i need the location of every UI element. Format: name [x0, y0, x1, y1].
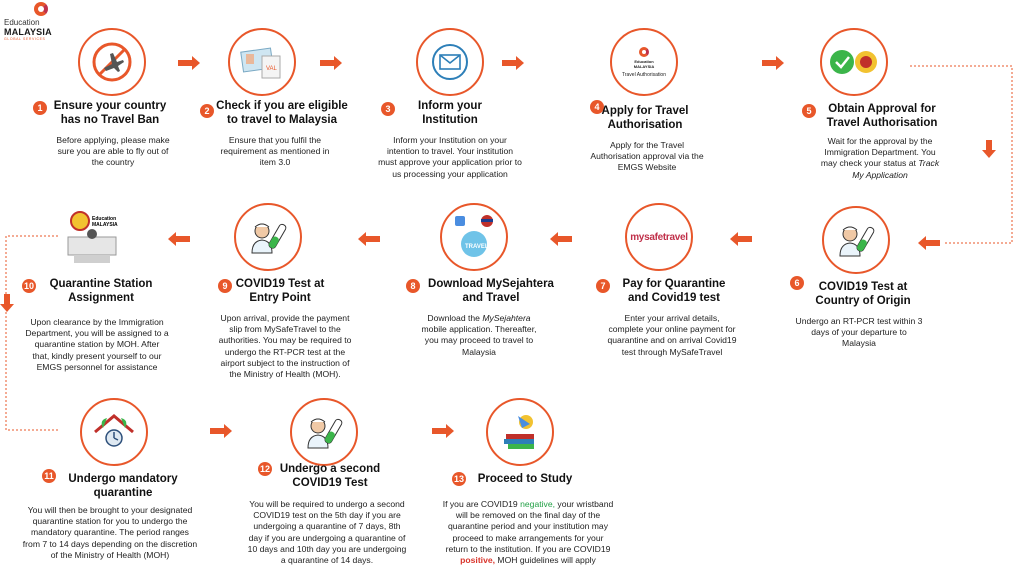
step-8-number: 8 — [406, 279, 420, 293]
step-13-number: 13 — [452, 472, 466, 486]
svg-text:Education: Education — [92, 216, 116, 222]
svg-text:VAL: VAL — [266, 66, 278, 72]
quarantine-station-icon: Education MALAYSIA — [67, 211, 118, 263]
step-13-icon-circle — [486, 398, 554, 466]
step-5-number: 5 — [802, 104, 816, 118]
step-7-description: Enter your arrival details,complete your… — [607, 313, 737, 357]
step-2-number: 2 — [200, 104, 214, 118]
house-quarantine-icon — [94, 414, 134, 447]
doctor-test-icon — [251, 223, 287, 254]
arrow-down — [982, 140, 996, 158]
step-3-icon-circle — [416, 28, 484, 96]
step-12-number: 12 — [258, 462, 272, 476]
step-8-icon-circle: TRAVEL — [440, 203, 508, 271]
arrow-right — [320, 56, 342, 70]
travel-authorisation-icon: Education MALAYSIA Travel Authorisation — [614, 46, 674, 78]
step-5-icon-circle — [820, 28, 888, 96]
arrow-left — [168, 232, 190, 246]
step-12-icon-circle — [290, 398, 358, 466]
step-7-number: 7 — [596, 279, 610, 293]
arrow-left — [918, 236, 940, 250]
step-4-icon-circle: Education MALAYSIA Travel Authorisation — [610, 28, 678, 96]
step-7-icon-circle: mysafetravel — [625, 203, 693, 271]
step-11-description: You will then be brought to your designa… — [22, 505, 198, 560]
arrow-right — [432, 424, 454, 438]
step-3-number: 3 — [381, 102, 395, 116]
arrow-left — [730, 232, 752, 246]
step-2-icon-circle: VAL — [228, 28, 296, 96]
doctor-test-icon — [839, 226, 875, 257]
svg-text:MALAYSIA: MALAYSIA — [92, 222, 118, 228]
arrow-right — [762, 56, 784, 70]
step-10-icon-circle: Education MALAYSIA — [58, 203, 126, 271]
step-9-number: 9 — [218, 279, 232, 293]
study-books-icon — [504, 415, 534, 449]
arrow-left — [358, 232, 380, 246]
arrow-right — [502, 56, 524, 70]
step-13-description: If you are COVID19 negative, your wristb… — [442, 499, 614, 566]
step-1-icon-circle — [78, 28, 146, 96]
approval-check-icon — [830, 50, 877, 74]
emgs-logo-icon — [34, 2, 48, 16]
step-11-icon-circle — [80, 398, 148, 466]
step-9-icon-circle — [234, 203, 302, 271]
step-6-icon-circle — [822, 206, 890, 274]
step-4-number: 4 — [590, 100, 604, 114]
arrow-left — [550, 232, 572, 246]
visa-document-icon: VAL — [240, 47, 281, 79]
svg-text:TRAVEL: TRAVEL — [465, 244, 489, 250]
step-13-title: Proceed to Study — [477, 473, 573, 485]
envelope-icon — [432, 44, 468, 80]
arrow-right — [210, 424, 232, 438]
no-flight-icon — [92, 42, 132, 82]
step-8-description: Download the MySejahtera mobile applicat… — [421, 313, 537, 357]
mysafetravel-logo-icon: mysafetravel — [630, 231, 688, 243]
step-6-number: 6 — [790, 276, 804, 290]
travel-app-icon: TRAVEL — [455, 215, 493, 257]
arrow-right — [178, 56, 200, 70]
step-11-number: 11 — [42, 469, 56, 483]
step-1-number: 1 — [33, 101, 47, 115]
education-malaysia-logo: Education MALAYSIA GLOBAL SERVICES — [4, 2, 64, 42]
step-10-number: 10 — [22, 279, 36, 293]
arrow-down — [0, 294, 14, 312]
doctor-test-icon — [307, 418, 343, 449]
step-12-description: You will be required to undergo a second… — [247, 499, 407, 566]
